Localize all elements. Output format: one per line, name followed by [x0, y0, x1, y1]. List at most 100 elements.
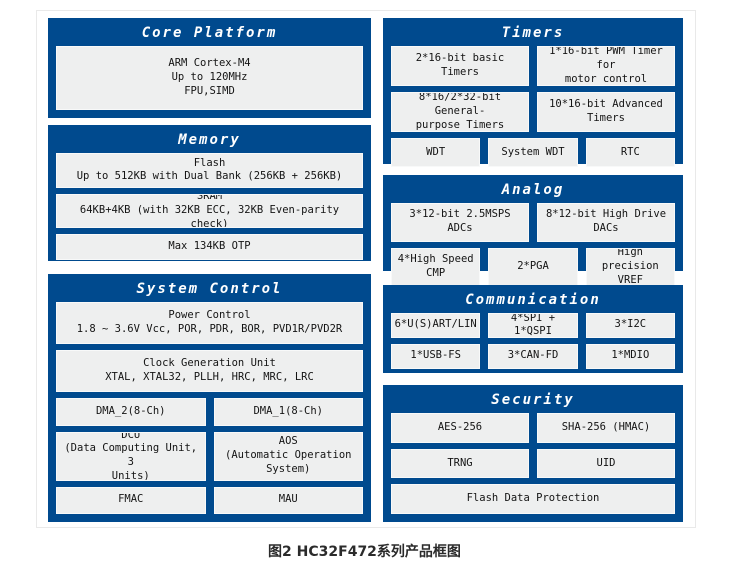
security-title: Security — [491, 392, 575, 408]
analog-title: Analog — [501, 182, 565, 198]
box-label: 8*12-bit High Drive DACs — [545, 208, 667, 235]
diagram-box: SHA-256 (HMAC) — [537, 413, 675, 443]
memory-row: Max 134KB OTP — [56, 234, 363, 261]
box-label: 1*USB-FS — [410, 349, 461, 362]
timers-body: 2*16-bit basic Timers 1*16-bit PWM Timer … — [391, 46, 675, 167]
box-label: Flash Data Protection — [466, 492, 600, 505]
section-communication: Communication 6*U(S)ART/LIN 4*SPI + 1*QSPI… — [383, 285, 683, 373]
system-control-body: Power Control 1.8 ~ 3.6V Vcc, POR, PDR, … — [56, 302, 363, 515]
system-control-row: DCU (Data Computing Unit, 3 Units) AOS (A… — [56, 431, 363, 481]
section-analog: Analog 3*12-bit 2.5MSPS ADCs 8*12-bit High… — [383, 175, 683, 287]
memory-row: Flash Up to 512KB with Dual Bank (256KB … — [56, 153, 363, 188]
box-label: UID — [596, 456, 616, 469]
diagram-box: UID — [537, 448, 675, 479]
timers-row: 2*16-bit basic Timers 1*16-bit PWM Timer … — [391, 46, 675, 87]
diagram-box: System WDT — [488, 138, 578, 167]
box-label: AES-256 — [437, 420, 483, 433]
box-label: Flash Up to 512KB with Dual Bank (256KB … — [76, 156, 343, 183]
box-label: 2*16-bit basic Timers — [415, 52, 505, 79]
security-row: TRNG UID — [391, 448, 675, 479]
diagram-box: 2*PGA — [488, 247, 578, 287]
diagram-box: 4*SPI + 1*QSPI — [488, 313, 578, 338]
security-body: AES-256 SHA-256 (HMAC) TRNG UID Flash Data P… — [391, 413, 675, 515]
box-label: Clock Generation Unit XTAL, XTAL32, PLLH… — [105, 357, 314, 384]
system-control-row: Clock Generation Unit XTAL, XTAL32, PLLH… — [56, 350, 363, 393]
box-label: 4*High Speed CMP — [397, 253, 474, 279]
box-label: 6*U(S)ART/LIN — [394, 318, 477, 331]
system-control-row: DMA_2(8-Ch) DMA_1(8-Ch) — [56, 398, 363, 426]
box-label: ARM Cortex-M4 Up to 120MHz FPU,SIMD — [168, 57, 251, 97]
diagram-box: ARM Cortex-M4 Up to 120MHz FPU,SIMD — [56, 46, 363, 110]
box-label: WDT — [426, 145, 446, 158]
system-control-row: Power Control 1.8 ~ 3.6V Vcc, POR, PDR, … — [56, 302, 363, 345]
diagram-box: DMA_2(8-Ch) — [56, 398, 206, 426]
communication-body: 6*U(S)ART/LIN 4*SPI + 1*QSPI 3*I2C 1*USB-FS… — [391, 313, 675, 369]
box-label: 1*16-bit PWM Timer for motor control — [549, 46, 663, 86]
diagram-box: AES-256 — [391, 413, 529, 443]
diagram-box: Power Control 1.8 ~ 3.6V Vcc, POR, PDR, … — [56, 302, 363, 345]
security-row: Flash Data Protection — [391, 484, 675, 515]
diagram-box: 10*16-bit Advanced Timers — [537, 92, 675, 133]
diagram-box: Flash Data Protection — [391, 484, 675, 515]
timers-row: 8*16/2*32-bit General- purpose Timers 10*… — [391, 92, 675, 133]
diagram-box: 1*USB-FS — [391, 343, 481, 369]
diagram-box: 8*12-bit High Drive DACs — [537, 203, 675, 242]
box-label: Max 134KB OTP — [168, 240, 251, 253]
box-label: 3*CAN-FD — [507, 349, 559, 362]
figure-caption: 图2 HC32F472系列产品框图 — [268, 544, 461, 560]
diagram-box: 1*16-bit PWM Timer for motor control — [537, 46, 675, 87]
box-label: 1*MDIO — [611, 349, 650, 362]
diagram-box: 4*High Speed CMP — [391, 247, 481, 287]
box-label: TRNG — [447, 456, 473, 469]
core-platform-row: ARM Cortex-M4 Up to 120MHz FPU,SIMD — [56, 46, 363, 110]
diagram-box: Max 134KB OTP — [56, 234, 363, 261]
box-label: DCU (Data Computing Unit, 3 Units) — [64, 431, 198, 481]
box-label: SRAM 64KB+4KB (with 32KB ECC, 32KB Even-… — [79, 193, 340, 229]
diagram-box: 2*16-bit basic Timers — [391, 46, 529, 87]
core-platform-body: ARM Cortex-M4 Up to 120MHz FPU,SIMD — [56, 46, 363, 110]
box-label: 3*12-bit 2.5MSPS ADCs — [409, 208, 511, 235]
analog-body: 3*12-bit 2.5MSPS ADCs 8*12-bit High Drive… — [391, 203, 675, 287]
diagram-box: MAU — [213, 486, 363, 515]
security-row: AES-256 SHA-256 (HMAC) — [391, 413, 675, 443]
box-label: SHA-256 (HMAC) — [561, 420, 651, 433]
box-label: 8*16/2*32-bit General- purpose Timers — [415, 92, 505, 132]
analog-row: 3*12-bit 2.5MSPS ADCs 8*12-bit High Drive… — [391, 203, 675, 242]
diagram-box: 3*CAN-FD — [488, 343, 578, 369]
core-platform-title: Core Platform — [141, 25, 278, 41]
box-label: 3*I2C — [614, 318, 647, 331]
diagram-box: High precision VREF — [585, 247, 675, 287]
memory-row: SRAM 64KB+4KB (with 32KB ECC, 32KB Even-… — [56, 193, 363, 229]
memory-title: Memory — [178, 132, 241, 148]
diagram-box: 8*16/2*32-bit General- purpose Timers — [391, 92, 529, 133]
box-label: AOS (Automatic Operation System) — [225, 435, 352, 476]
diagram-box: TRNG — [391, 448, 529, 479]
diagram-box: FMAC — [56, 486, 206, 515]
diagram-box: 3*I2C — [585, 313, 675, 338]
diagram-box: 6*U(S)ART/LIN — [391, 313, 481, 338]
communication-title: Communication — [465, 292, 601, 308]
diagram-box: DMA_1(8-Ch) — [213, 398, 363, 426]
diagram-box: AOS (Automatic Operation System) — [213, 431, 363, 481]
box-label: MAU — [278, 493, 298, 506]
box-label: 10*16-bit Advanced Timers — [549, 98, 663, 125]
box-label: 2*PGA — [517, 260, 549, 273]
diagram-box: 1*MDIO — [585, 343, 675, 369]
diagram-box: Clock Generation Unit XTAL, XTAL32, PLLH… — [56, 350, 363, 393]
box-label: FMAC — [118, 493, 144, 506]
diagram-box: SRAM 64KB+4KB (with 32KB ECC, 32KB Even-… — [56, 193, 363, 229]
analog-row: 4*High Speed CMP 2*PGA High precision VREF — [391, 247, 675, 287]
diagram-box: WDT — [391, 138, 481, 167]
box-label: DMA_1(8-Ch) — [253, 405, 324, 418]
communication-row: 1*USB-FS 3*CAN-FD 1*MDIO — [391, 343, 675, 369]
system-control-title: System Control — [136, 281, 283, 297]
diagram-box: Flash Up to 512KB with Dual Bank (256KB … — [56, 153, 363, 188]
